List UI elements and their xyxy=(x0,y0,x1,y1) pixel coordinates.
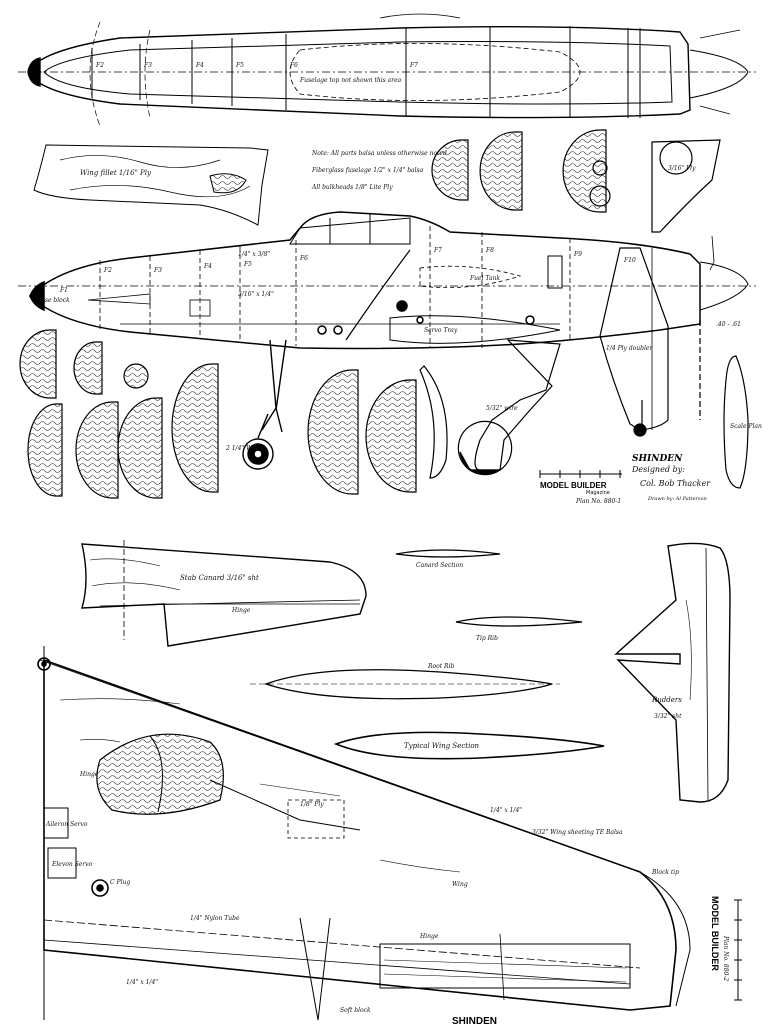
scale-bar-bottom xyxy=(734,899,742,1001)
side-view-labels: Nose block 3/16" x 1/4" 1/4" x 3/8" Fuel… xyxy=(35,251,741,352)
note-nylon: Fiberglass fuselage 1/2" x 1/4" balsa xyxy=(311,167,424,174)
label-tip-rib: Tip Rib xyxy=(476,635,498,642)
tail-wheel xyxy=(633,320,701,437)
plan-no-top: Plan No. 880-1 xyxy=(575,498,621,505)
wing-plan xyxy=(37,646,691,1021)
label-root-rib: Root Rib xyxy=(427,663,454,670)
svg-text:F7: F7 xyxy=(433,247,442,254)
svg-text:F4: F4 xyxy=(195,62,204,69)
svg-text:F3: F3 xyxy=(153,267,162,274)
svg-text:.40 - .61: .40 - .61 xyxy=(716,321,741,328)
note-materials: 3/16" Ply xyxy=(668,165,696,172)
note-canard: Stab Canard 3/16" sht xyxy=(180,574,259,582)
svg-text:F10: F10 xyxy=(623,257,636,264)
title-block-top: SHINDEN Designed by: Col. Bob Thacker Dr… xyxy=(539,454,711,505)
note-bulkheads: All bulkheads 1/8" Lite Ply xyxy=(311,184,393,191)
publisher-sub-top: Magazine xyxy=(586,490,610,496)
svg-text:F4: F4 xyxy=(203,263,212,270)
note-fuselage-top: Fuselage top not shown this area xyxy=(299,77,402,84)
label-canard-section: Canard Section xyxy=(416,562,463,569)
svg-text:Nose block: Nose block xyxy=(35,297,70,304)
top-view-bulkhead-labels: F2 F3 F4 F5 F6 F7 xyxy=(95,62,418,69)
notes-block: Note: All parts balsa unless otherwise n… xyxy=(311,150,447,191)
scale-plan-silhouette xyxy=(723,355,749,489)
svg-text:F6: F6 xyxy=(289,62,298,69)
svg-text:1/4" x 1/4": 1/4" x 1/4" xyxy=(126,979,158,986)
svg-text:Elevon Servo: Elevon Servo xyxy=(51,861,93,868)
former-parts-top xyxy=(431,129,721,233)
label-typical-wing: Typical Wing Section xyxy=(404,742,480,750)
title-top-aircraft: SHINDEN xyxy=(632,454,683,464)
label-rudders: Rudders xyxy=(651,696,682,704)
canard-part xyxy=(81,540,367,647)
svg-text:1/4" Nylon Tube: 1/4" Nylon Tube xyxy=(190,915,240,922)
title-block-bottom: MODEL BUILDER Plan No. 880-2 xyxy=(710,896,729,981)
svg-text:Soft block: Soft block xyxy=(340,1007,371,1014)
svg-text:Servo Tray: Servo Tray xyxy=(424,327,458,334)
svg-text:F7: F7 xyxy=(409,62,418,69)
svg-text:F9: F9 xyxy=(573,251,582,258)
svg-text:F5: F5 xyxy=(235,62,244,69)
svg-text:1/4" x 1/4": 1/4" x 1/4" xyxy=(490,807,522,814)
main-landing-gear xyxy=(242,339,287,470)
publisher-top: MODEL BUILDER xyxy=(540,481,607,490)
svg-text:F2: F2 xyxy=(95,62,104,69)
fuselage-top-view xyxy=(18,13,756,127)
publisher-bottom: MODEL BUILDER xyxy=(710,896,720,971)
plan-no-bottom: Plan No. 880-2 xyxy=(722,935,729,981)
svg-text:Wing: Wing xyxy=(452,881,468,888)
fuselage-side-view xyxy=(18,211,756,431)
title-top-designer: Col. Bob Thacker xyxy=(640,479,711,488)
svg-text:C Plug: C Plug xyxy=(110,879,130,886)
svg-text:Aileron Servo: Aileron Servo xyxy=(45,821,88,828)
title-top-drawn: Drawn by: Al Patterson xyxy=(647,496,707,502)
title-bottom-aircraft: SHINDEN xyxy=(452,1016,497,1024)
svg-text:F6: F6 xyxy=(299,255,308,262)
former-parts-bottom xyxy=(19,329,448,499)
wing-labels: Aileron Servo Elevon Servo C Plug 1/8" P… xyxy=(45,771,679,1014)
svg-text:Hinge: Hinge xyxy=(419,933,439,940)
note-wheel: 2 1/4" Wheel xyxy=(225,445,265,452)
scale-bar-top xyxy=(539,470,622,478)
rudder-part xyxy=(614,542,731,803)
note-scale-plan: Scale Plan xyxy=(730,423,762,430)
note-general: Note: All parts balsa unless otherwise n… xyxy=(311,150,447,157)
title-top-designed: Designed by: xyxy=(631,465,685,474)
svg-text:1/8" Ply: 1/8" Ply xyxy=(300,801,324,808)
svg-text:1/4 Ply doubler: 1/4 Ply doubler xyxy=(606,345,653,352)
svg-text:3/32" Wing sheeting TE Balsa: 3/32" Wing sheeting TE Balsa xyxy=(532,829,623,836)
wing-fillet-part xyxy=(33,144,269,226)
airfoil-sections xyxy=(250,549,605,760)
svg-text:F5: F5 xyxy=(243,261,252,268)
svg-text:F2: F2 xyxy=(103,267,112,274)
svg-text:1/4" x 3/8": 1/4" x 3/8" xyxy=(238,251,270,258)
note-hinge-canard: Hinge xyxy=(231,607,251,614)
svg-text:Block tip: Block tip xyxy=(651,869,679,876)
svg-text:Hinge: Hinge xyxy=(79,771,99,778)
gear-door-part xyxy=(457,339,561,476)
label-rudder-sht: 3/32" sht xyxy=(654,713,682,720)
note-gear-wire: 5/32" wire xyxy=(486,405,518,412)
note-wing-fillet: Wing fillet 1/16" Ply xyxy=(80,169,152,177)
svg-text:3/16" x 1/4": 3/16" x 1/4" xyxy=(238,291,274,298)
svg-text:F3: F3 xyxy=(143,62,152,69)
svg-text:F8: F8 xyxy=(485,247,494,254)
svg-text:F1: F1 xyxy=(59,287,68,294)
svg-text:Fuel Tank: Fuel Tank xyxy=(469,275,500,282)
